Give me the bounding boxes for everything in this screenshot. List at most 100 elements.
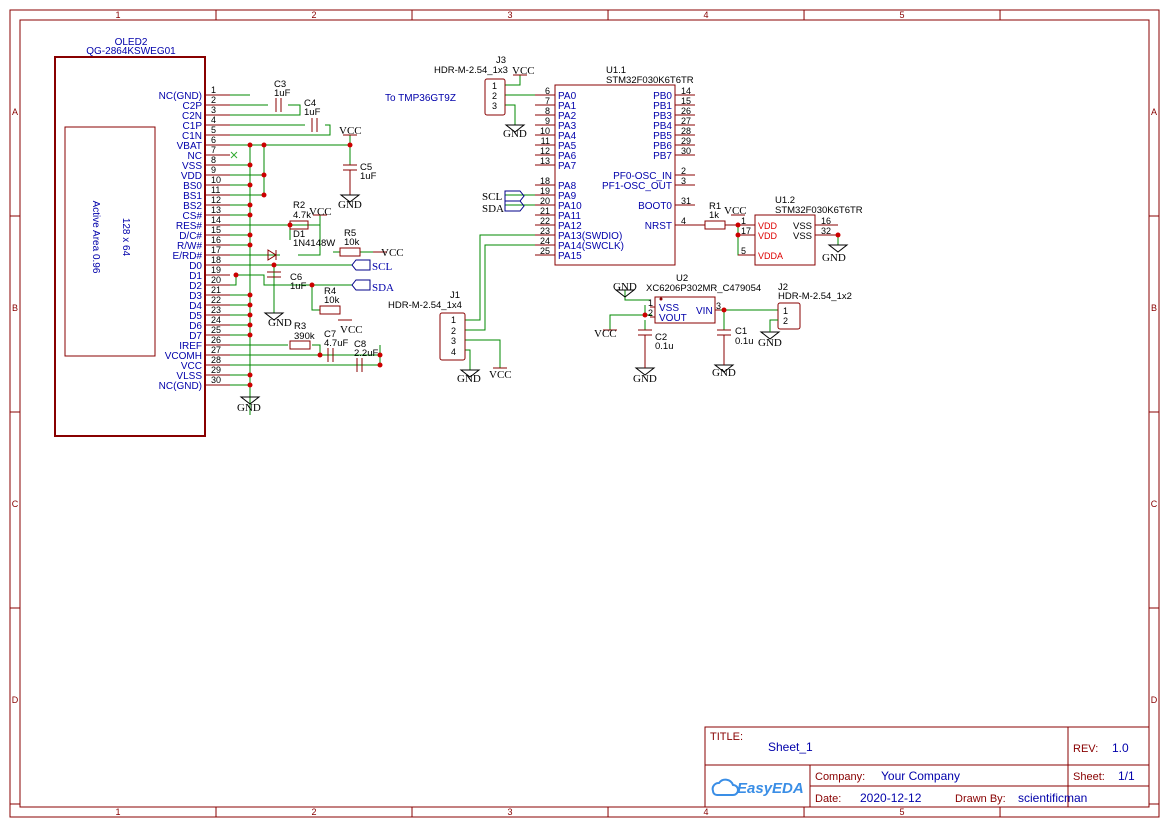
svg-text:10k: 10k	[324, 295, 340, 306]
junction-dot	[247, 212, 253, 218]
oled-pin-number: 12	[211, 195, 221, 205]
junction-dot	[721, 307, 727, 313]
svg-text:2: 2	[451, 326, 456, 336]
sensor-note: To TMP36GT9Z	[385, 93, 456, 104]
svg-text:HDR-M-2.54_1x4: HDR-M-2.54_1x4	[388, 300, 462, 311]
u11-right-pin-name: PB5	[653, 131, 672, 142]
junction-dot	[735, 222, 741, 228]
junction-dot	[247, 332, 253, 338]
svg-text:2: 2	[783, 316, 788, 326]
frame-row-label-right: A	[1151, 107, 1157, 117]
oled-pin-number: 9	[211, 165, 216, 175]
junction-dot	[247, 232, 253, 238]
svg-text:J1: J1	[450, 290, 460, 301]
gnd-label: GND	[237, 402, 261, 414]
u12-right-pin-number: 16	[821, 216, 831, 226]
svg-text:U1.2: U1.2	[775, 195, 795, 206]
oled-pin-name: VDD	[181, 171, 202, 182]
svg-text:SDA: SDA	[482, 203, 504, 215]
svg-text:C4: C4	[304, 98, 316, 109]
oled-pin-number: 14	[211, 215, 221, 225]
oled-pin-number: 17	[211, 245, 221, 255]
junction-dot	[261, 142, 267, 148]
svg-text:J3: J3	[496, 55, 506, 66]
svg-text:XC6206P302MR_C479054: XC6206P302MR_C479054	[646, 283, 761, 294]
svg-text:1: 1	[648, 298, 653, 308]
oled-ref: OLED2	[115, 37, 148, 48]
oled-pin-name: BS1	[183, 191, 202, 202]
oled-pin-name: D2	[189, 281, 202, 292]
svg-text:R3: R3	[294, 321, 306, 332]
oled-pin-number: 18	[211, 255, 221, 265]
oled-pin-name: D7	[189, 331, 202, 342]
net-flag-scl-oled: SCL	[351, 259, 392, 273]
oled-pin-name: C1N	[182, 131, 202, 142]
svg-text:1uF: 1uF	[304, 107, 321, 118]
vcc-label: VCC	[309, 206, 332, 218]
junction-dot	[835, 232, 841, 238]
vcc-symbol: VCC	[338, 319, 363, 336]
oled-pin-number: 29	[211, 365, 221, 375]
svg-text:C6: C6	[290, 272, 302, 283]
u11-right-pin-number: 4	[681, 216, 686, 226]
svg-text:4: 4	[451, 347, 456, 357]
vcc-symbol: VCC	[373, 247, 404, 259]
svg-text:VSS: VSS	[659, 303, 679, 314]
u11-right-pin-name: PB3	[653, 111, 672, 122]
capacitor-c2: C2 0.1u	[638, 329, 674, 368]
svg-text:390k: 390k	[294, 331, 315, 342]
junction-dot	[347, 142, 353, 148]
junction-dot	[247, 292, 253, 298]
svg-text:C5: C5	[360, 162, 372, 173]
header-j1: J1 HDR-M-2.54_1x4 1 2 3 4	[388, 290, 466, 361]
oled-pin-number: 8	[211, 155, 216, 165]
vcc-label: VCC	[340, 324, 363, 336]
net-flag-sda-oled: SDA	[351, 279, 394, 294]
svg-text:4.7uF: 4.7uF	[324, 338, 348, 349]
u12-left-pin-number: 5	[741, 246, 746, 256]
u12-right-pin-name: VSS	[793, 221, 812, 232]
oled-pin-name: VBAT	[177, 141, 202, 152]
gnd-symbol: GND	[613, 281, 637, 298]
u11-left-pin-number: 19	[540, 186, 550, 196]
frame-col-label-bottom: 3	[508, 807, 513, 817]
u11-left-pin-name: PA15	[558, 251, 582, 262]
u11-left-pin-number: 8	[545, 106, 550, 116]
svg-text:R5: R5	[344, 228, 356, 239]
gnd-label: GND	[822, 252, 846, 264]
oled-pin-number: 19	[211, 265, 221, 275]
junction-dot	[247, 372, 253, 378]
u11-right-pin-name: PB6	[653, 141, 672, 152]
oled-pin-name: C2P	[183, 101, 203, 112]
svg-text:3: 3	[716, 301, 721, 311]
u11-left-pin-name: PA13(SWDIO)	[558, 231, 622, 242]
gnd-symbol: GND	[457, 369, 481, 385]
svg-text:C7: C7	[324, 329, 336, 340]
svg-text:1uF: 1uF	[360, 171, 377, 182]
junction-dot	[247, 202, 253, 208]
oled-pin-number: 5	[211, 125, 216, 135]
u11-right-pin-name: NRST	[645, 221, 672, 232]
frame-col-label-bottom: 4	[704, 807, 709, 817]
u11-left-pin-number: 9	[545, 116, 550, 126]
u11-right-pin-number: 2	[681, 166, 686, 176]
frame-col-label-top: 2	[312, 10, 317, 20]
header-j2: J2 HDR-M-2.54_1x2 1 2	[769, 282, 852, 332]
frame-row-label-right: B	[1151, 303, 1157, 313]
junction-dot	[261, 192, 267, 198]
u11-left-pin-name: PA1	[558, 101, 577, 112]
svg-text:10k: 10k	[344, 237, 360, 248]
u11-left-pin-name: PA7	[558, 161, 577, 172]
junction-dots	[233, 142, 841, 388]
u12-left-pin-number: 17	[741, 226, 751, 236]
u11-right-pin-number: 26	[681, 106, 691, 116]
u12-left-pin-name: VDDA	[758, 251, 783, 261]
oled-pin-name: D1	[189, 271, 202, 282]
vcc-label: VCC	[724, 205, 747, 217]
svg-text:0.1u: 0.1u	[655, 341, 674, 352]
oled-pin-name: D3	[189, 291, 202, 302]
u11-left-pin-number: 21	[540, 206, 550, 216]
junction-dot	[247, 162, 253, 168]
u11-right-pin-number: 31	[681, 196, 691, 206]
junction-dot	[247, 312, 253, 318]
